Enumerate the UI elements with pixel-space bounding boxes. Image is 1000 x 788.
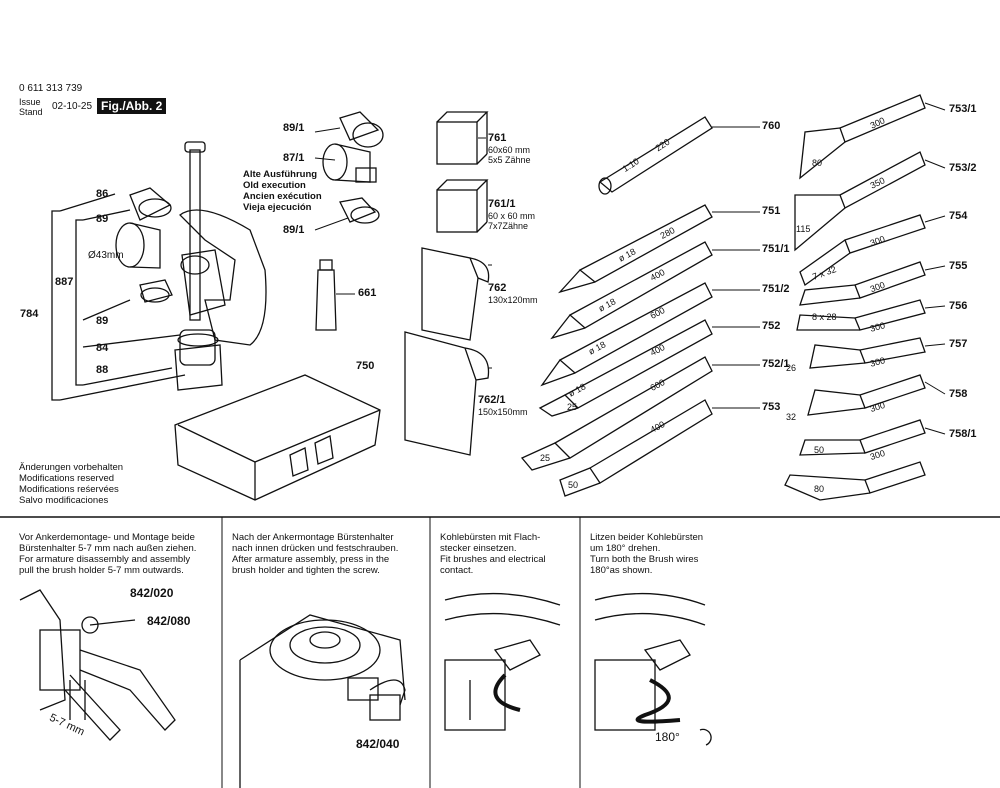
label-761-1-size: 60 x 60 mm [488,211,536,221]
label-784: 784 [20,308,39,320]
side-handle-assembly [115,141,267,391]
mark-25-a: 25 [567,402,578,412]
label-89-1-top: 89/1 [283,122,305,134]
carrying-case [174,374,381,501]
label-842-020: 842/020 [130,586,174,600]
old-execution-parts [322,111,384,224]
label-88: 88 [96,364,109,376]
mark-25-b: 25 [540,453,551,463]
pointed-and-flat-chisels [520,116,713,497]
label-84: 84 [96,342,109,354]
label-751-2: 751/2 [762,283,790,295]
issue-date: 02-10-25 [52,101,93,112]
label-752-1: 752/1 [762,358,790,370]
label-756: 756 [949,300,968,312]
dimension-brackets [51,193,186,401]
label-661: 661 [358,287,377,299]
label-753-2: 753/2 [949,162,977,174]
label-758-1: 758/1 [949,428,977,440]
label-842-080: 842/080 [147,614,191,628]
label-751-1: 751/1 [762,243,790,255]
label-761-teeth: 5x5 Zähne [488,155,531,165]
label-762-1: 762/1 [478,394,506,406]
label-761-1: 761/1 [488,198,516,210]
issue-label: Issue [19,97,41,107]
label-753: 753 [762,401,781,413]
mark-r80-a: 80 [812,158,823,168]
mark-r80-b: 80 [814,484,825,494]
label-762-size: 130x120mm [488,295,538,305]
label-180-degrees: 180° [655,730,680,744]
mark-r50: 50 [814,445,825,455]
instruction-3: Kohlebürsten mit Flach-stecker einsetzen… [440,532,546,576]
part-number: 0 611 313 739 [19,83,83,94]
label-757: 757 [949,338,968,350]
label-760: 760 [762,120,781,132]
label-754: 754 [949,210,968,222]
label-762-1-size: 150x150mm [478,407,528,417]
stand-label: Stand [19,107,43,117]
label-87-1: 87/1 [283,152,305,164]
mark-r8x28: 8 x 28 [812,312,837,322]
label-86: 86 [96,188,109,200]
leader-lines [314,102,946,435]
label-762: 762 [488,282,507,294]
mark-r32: 32 [786,412,797,422]
label-758: 758 [949,388,968,400]
label-diameter: Ø43mm [88,250,124,261]
mark-r115: 115 [796,224,811,234]
label-89-top: 89 [96,213,109,225]
label-752: 752 [762,320,781,332]
tamping-plates [404,247,490,456]
figure-badge: Fig./Abb. 2 [97,98,167,114]
mark-r26: 26 [786,363,797,373]
label-750: 750 [356,360,375,372]
label-761-size: 60x60 mm [488,145,531,155]
brush-holder-view-4 [594,592,712,746]
label-89-bottom: 89 [96,315,109,327]
brush-holder-view-1 [19,589,176,741]
label-755: 755 [949,260,968,272]
label-761-1-teeth: 7x7Zähne [488,221,529,231]
label-753-1: 753/1 [949,103,977,115]
brush-holder-view-2 [239,614,406,788]
brush-holder-view-3 [444,592,561,731]
label-887: 887 [55,276,74,288]
grease-tube [315,259,337,331]
bush-hammer-heads [436,111,489,233]
label-842-040: 842/040 [356,737,400,751]
mark-50: 50 [568,480,579,490]
label-761: 761 [488,132,507,144]
label-751: 751 [762,205,781,217]
label-89-1-bottom: 89/1 [283,224,305,236]
changes-reserved-note: Änderungen vorbehalten Modifications res… [19,462,124,506]
wide-chisels [784,94,926,501]
old-execution-text: Alte Ausführung Old execution Ancien exé… [243,169,322,213]
